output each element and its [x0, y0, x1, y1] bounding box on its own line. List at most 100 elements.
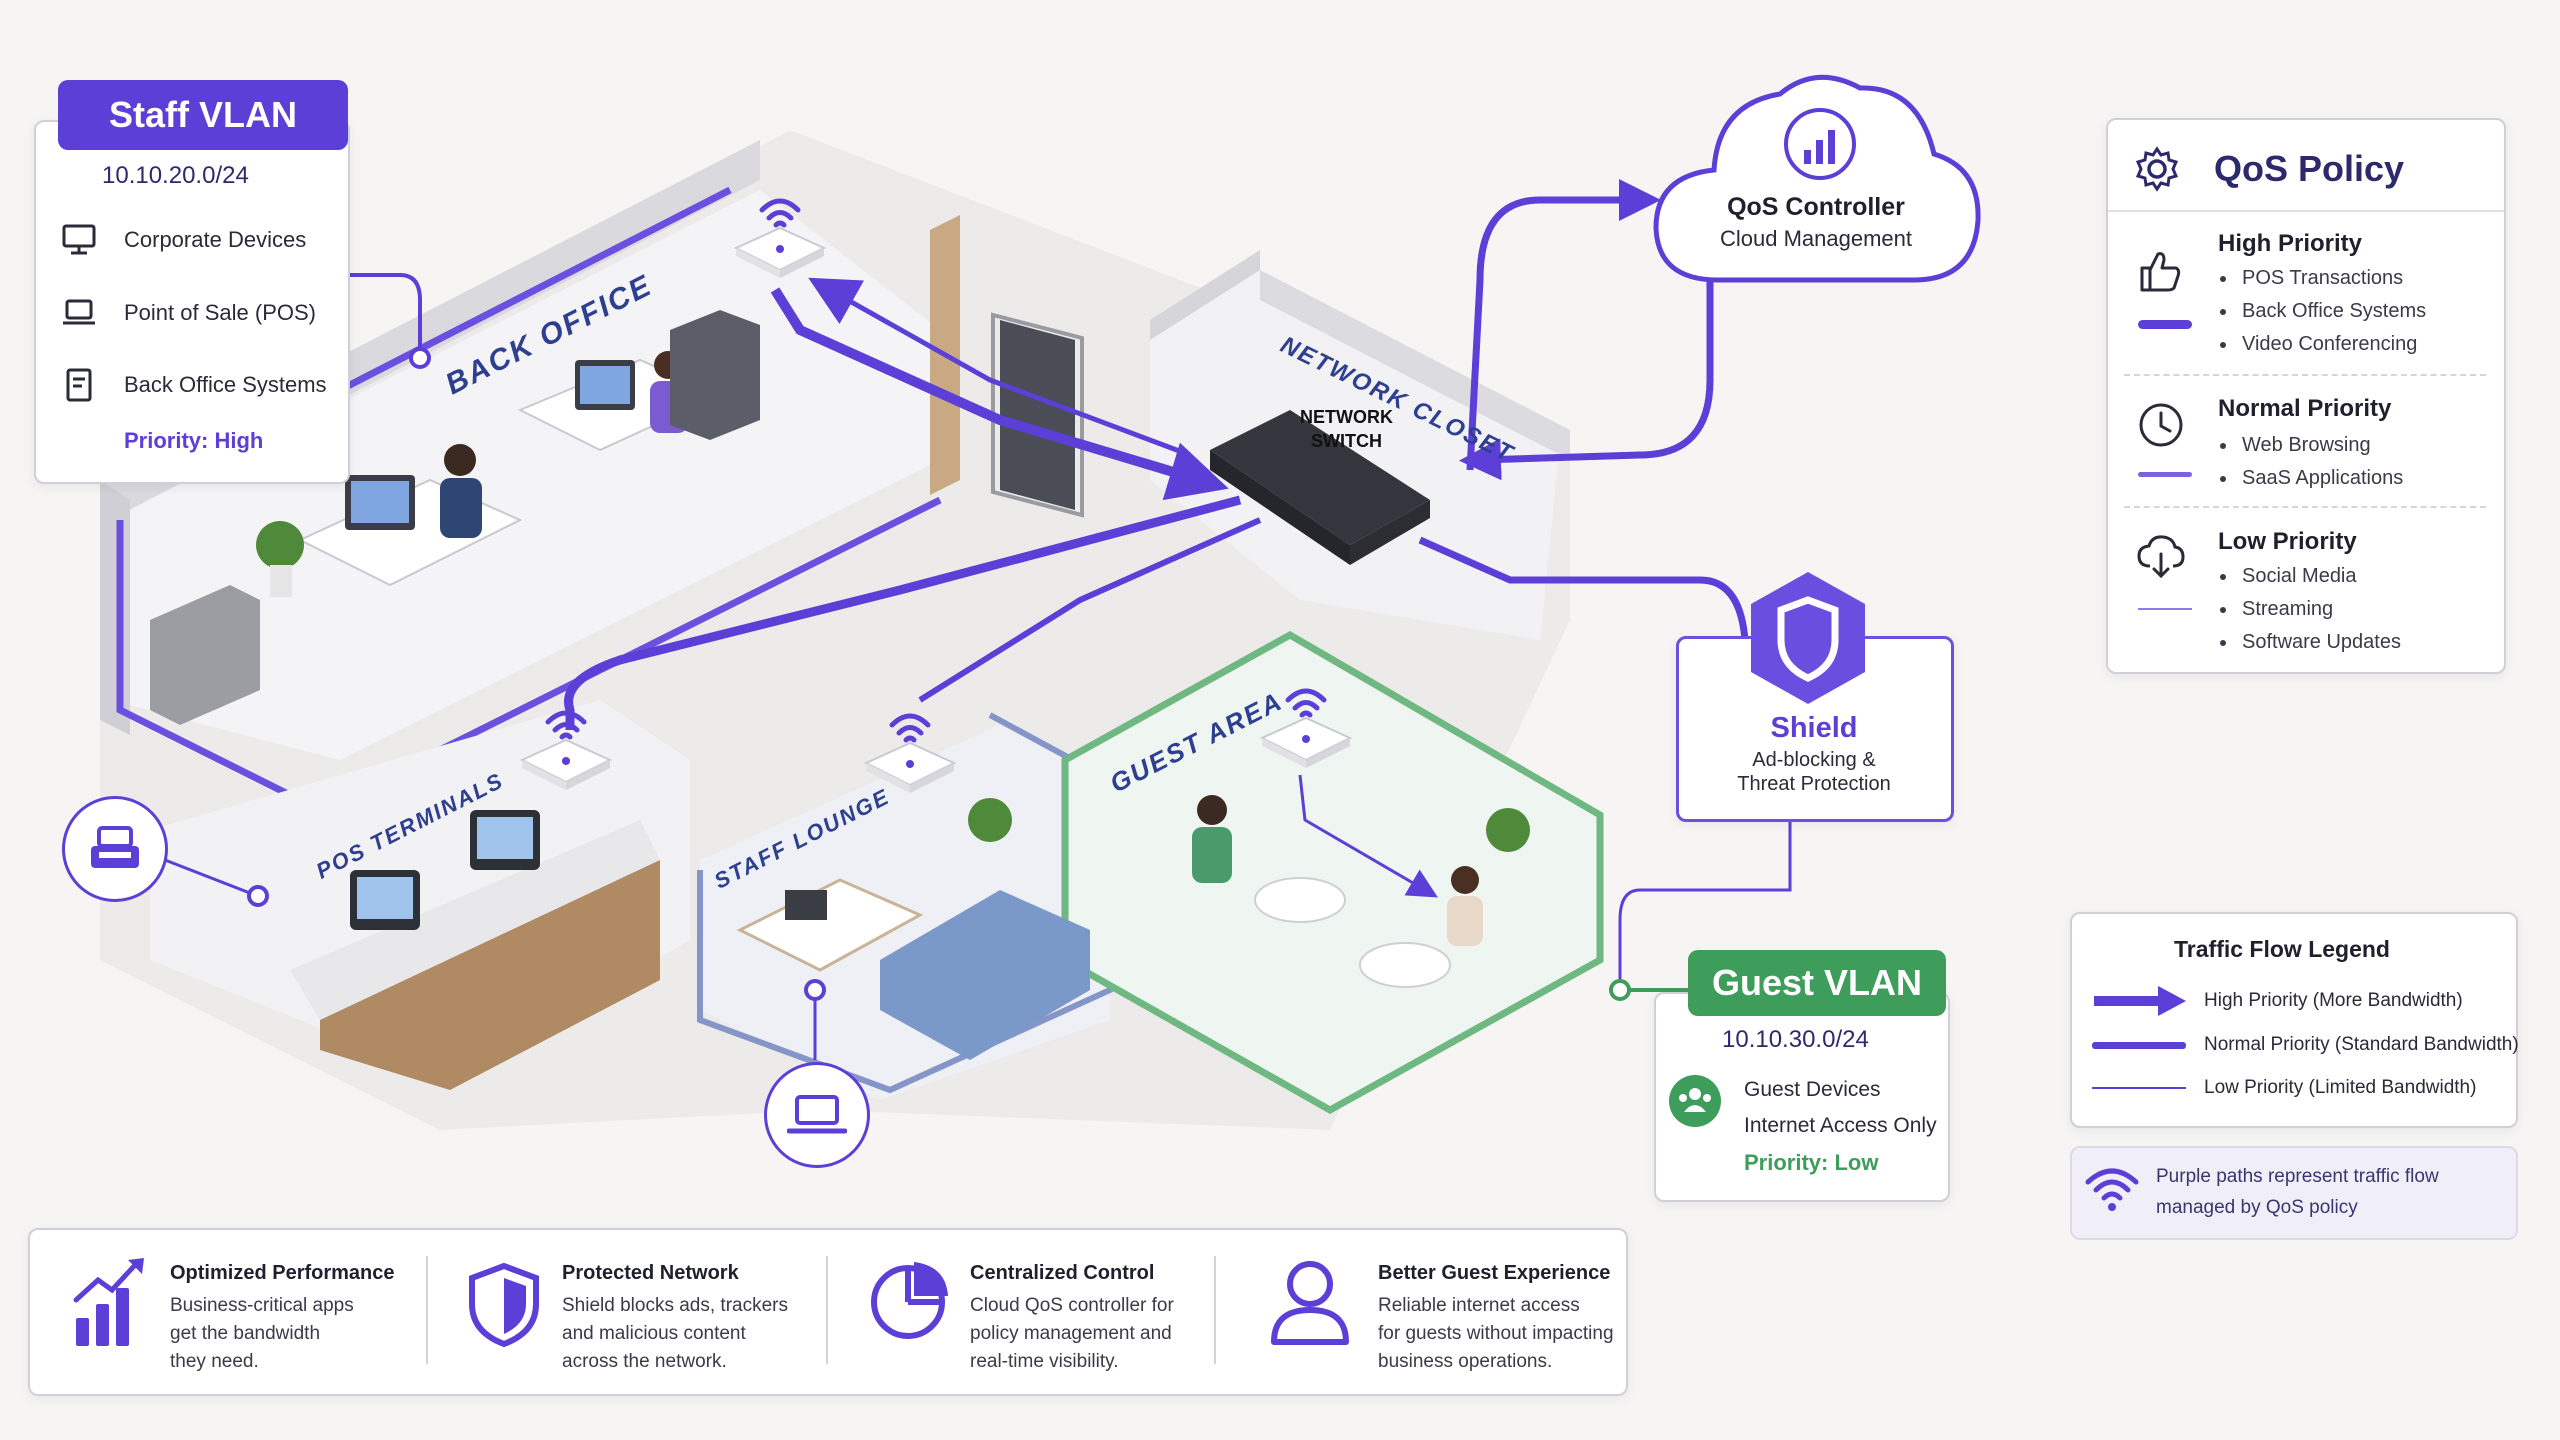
legend-note-line-1: Purple paths represent traffic flow	[2156, 1166, 2439, 1187]
switch-label: NETWORK SWITCH	[1300, 407, 1393, 451]
network-closet-right-wall	[1260, 270, 1570, 460]
feature-title: Protected Network	[562, 1262, 739, 1284]
wifi-icon	[759, 198, 801, 228]
qos-tier-divider	[2124, 374, 2486, 376]
back-office-vlan-outline-top	[338, 186, 732, 394]
qos-tier-high-item: Video Conferencing	[2238, 328, 2426, 361]
feature-description: Cloud QoS controller for policy manageme…	[970, 1295, 1174, 1372]
staff-vlan-priority: Priority: High	[124, 428, 264, 453]
feature-title: Optimized Performance	[170, 1262, 395, 1284]
guest-person-2	[1451, 866, 1479, 894]
plant-guest	[1486, 808, 1530, 852]
laptop-icon	[63, 299, 95, 325]
staff-device-pos: Point of Sale (POS)	[62, 297, 316, 329]
path-switch-to-lounge-ap	[918, 517, 1262, 703]
qos-tier-normal-title: Normal Priority	[2218, 395, 2392, 422]
feature-guest-experience: Better Guest Experience Reliable interne…	[1228, 1228, 1624, 1388]
staff-vlan-title: Staff VLAN	[109, 94, 297, 135]
pos-counter-front	[320, 860, 660, 1090]
feature-title: Better Guest Experience	[1378, 1262, 1611, 1284]
guest-table-2	[1359, 942, 1451, 988]
feature-centralized-control: Centralized Control Cloud QoS controller…	[838, 1228, 1228, 1388]
shield-title: Shield	[1770, 712, 1858, 744]
wifi-icon	[2085, 1168, 2139, 1211]
legend-note-box	[2070, 1146, 2518, 1240]
pie-chart-icon	[871, 1262, 948, 1339]
tall-cabinet	[670, 310, 760, 440]
qos-tier-high-title: High Priority	[2218, 230, 2363, 257]
lounge-sofa	[880, 890, 1090, 1060]
access-point-lounge	[862, 695, 958, 795]
file-cabinet	[150, 585, 260, 725]
legend-line-low	[2092, 1087, 2186, 1089]
legend-title: Traffic Flow Legend	[2174, 936, 2390, 962]
guest-vlan-line-2: Internet Access Only	[1744, 1114, 1937, 1137]
qos-tier-high-item: Back Office Systems	[2238, 295, 2426, 328]
wifi-icon	[889, 713, 931, 743]
plant-lounge	[968, 798, 1012, 842]
qos-tier-low-item: Software Updates	[2238, 626, 2401, 659]
feature-description: Shield blocks ads, trackers and maliciou…	[562, 1295, 788, 1372]
qos-tier-low-title: Low Priority	[2218, 528, 2357, 555]
feature-title: Centralized Control	[970, 1262, 1155, 1284]
monitor-icon	[62, 224, 96, 255]
network-switch	[1210, 410, 1430, 545]
traffic-flow-legend	[2070, 912, 2518, 1128]
qos-tier-divider	[2124, 506, 2486, 508]
feature-strip	[28, 1228, 1628, 1396]
path-shield-to-guest	[1618, 820, 1792, 990]
laptop-icon	[787, 1095, 847, 1134]
guest-table-1	[1254, 877, 1346, 923]
legend-entry-high: High Priority (More Bandwidth)	[2204, 990, 2463, 1011]
group-icon	[1669, 1075, 1721, 1127]
wifi-icon	[1285, 688, 1327, 718]
legend-line-normal	[2092, 1042, 2186, 1049]
qos-tier-low-item: Streaming	[2238, 593, 2401, 626]
guest-person-1	[1197, 795, 1227, 825]
pos-counter	[290, 820, 660, 1020]
access-point-back-office	[732, 180, 828, 280]
path-switch-to-cloud	[1466, 179, 1661, 471]
access-point-guest	[1258, 670, 1354, 770]
staff-device-backoffice: Back Office Systems	[62, 368, 327, 402]
closet-door	[1000, 320, 1075, 510]
clock-icon	[2139, 403, 2183, 447]
qos-tier-low-items: Social Media Streaming Software Updates	[2218, 560, 2401, 659]
staff-vlan-tag: Staff VLAN	[58, 80, 348, 150]
qos-tier-high-items: POS Transactions Back Office Systems Vid…	[2218, 262, 2426, 361]
qos-tier-high-item: POS Transactions	[2238, 262, 2426, 295]
pos-terminal-icon	[91, 826, 139, 868]
document-icon	[66, 368, 92, 402]
closet-door-frame	[991, 312, 1084, 518]
legend-entry-normal: Normal Priority (Standard Bandwidth)	[2204, 1034, 2519, 1055]
shield-subtitle-1: Ad-blocking &	[1752, 749, 1876, 771]
qos-tier-low-item: Social Media	[2238, 560, 2401, 593]
gear-icon	[2135, 146, 2179, 192]
guest-vlan-line-1: Guest Devices	[1744, 1078, 1881, 1101]
qos-controller-subtitle: Cloud Management	[1719, 226, 1912, 251]
cloud-download-icon	[2137, 535, 2185, 579]
lounge-device-badge	[764, 1062, 870, 1168]
qos-tier-normal-items: Web Browsing SaaS Applications	[2218, 429, 2403, 495]
thumbs-up-icon	[2140, 252, 2181, 292]
plant-back-office	[256, 521, 304, 569]
legend-swatch-low	[2138, 608, 2192, 610]
path-switch-to-backoffice	[808, 277, 1191, 458]
shield-icon	[469, 1262, 539, 1348]
staff-device-corporate: Corporate Devices	[62, 224, 306, 256]
person-back-office-1	[444, 444, 476, 476]
feature-divider	[426, 1256, 428, 1364]
shield-icon	[1777, 596, 1839, 682]
bar-chart-icon	[73, 1258, 144, 1346]
pos-device-badge	[62, 796, 168, 902]
feature-divider	[826, 1256, 828, 1364]
shield-subtitle-2: Threat Protection	[1737, 773, 1891, 795]
user-icon	[1271, 1261, 1349, 1345]
path-switch-to-shield	[1418, 536, 1749, 641]
access-point-pos	[518, 692, 614, 792]
guest-vlan-tag: Guest VLAN	[1688, 950, 1946, 1016]
guest-vlan-subnet: 10.10.30.0/24	[1722, 1026, 1869, 1053]
guest-vlan-priority: Priority: Low	[1744, 1150, 1879, 1175]
